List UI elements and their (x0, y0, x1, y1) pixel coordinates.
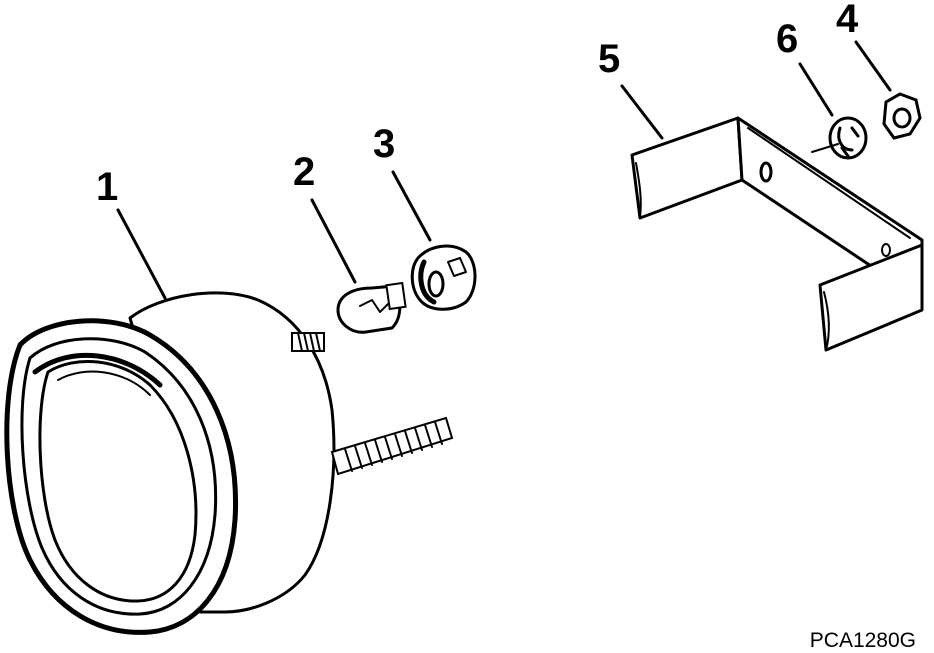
lock-washer (828, 116, 868, 160)
leader-4 (854, 40, 892, 92)
bulb-base (385, 281, 407, 311)
gauge-lower-stud (330, 416, 454, 476)
bulb (336, 281, 407, 334)
gauge-assembly (4, 291, 454, 635)
leader-washer-axis (811, 143, 839, 153)
socket (410, 244, 477, 311)
leader-3 (391, 170, 432, 242)
socket-hole (427, 270, 445, 298)
bracket-hole-right (881, 243, 891, 257)
socket-tab (447, 257, 467, 277)
bracket-left-flange (630, 116, 744, 220)
bracket-hole-left (759, 161, 773, 183)
callout-4: 4 (836, 0, 859, 41)
callout-5: 5 (598, 37, 620, 81)
hex-nut (882, 92, 922, 140)
bulb-filament (359, 299, 389, 313)
socket-rim (418, 259, 437, 305)
leader-1 (116, 208, 167, 300)
gauge-bezel-shadow (32, 352, 163, 388)
leader-lines (116, 40, 892, 300)
callout-1: 1 (96, 165, 118, 209)
bracket-right-flange (818, 243, 924, 352)
gauge-face-rim (57, 370, 151, 396)
leader-6 (798, 62, 834, 117)
callout-6: 6 (776, 17, 798, 61)
gauge-upper-stud (291, 332, 325, 352)
leader-5 (620, 84, 664, 140)
callout-labels: 1 2 3 5 6 4 (96, 0, 859, 209)
socket-body (410, 244, 477, 311)
gauge-face (38, 360, 198, 603)
gauge-bezel-inner (20, 337, 218, 616)
leader-2 (310, 198, 357, 284)
figure-code: PCA1280G (810, 629, 916, 652)
callout-3: 3 (373, 122, 395, 166)
callout-2: 2 (293, 150, 315, 194)
mounting-bracket (630, 116, 924, 352)
